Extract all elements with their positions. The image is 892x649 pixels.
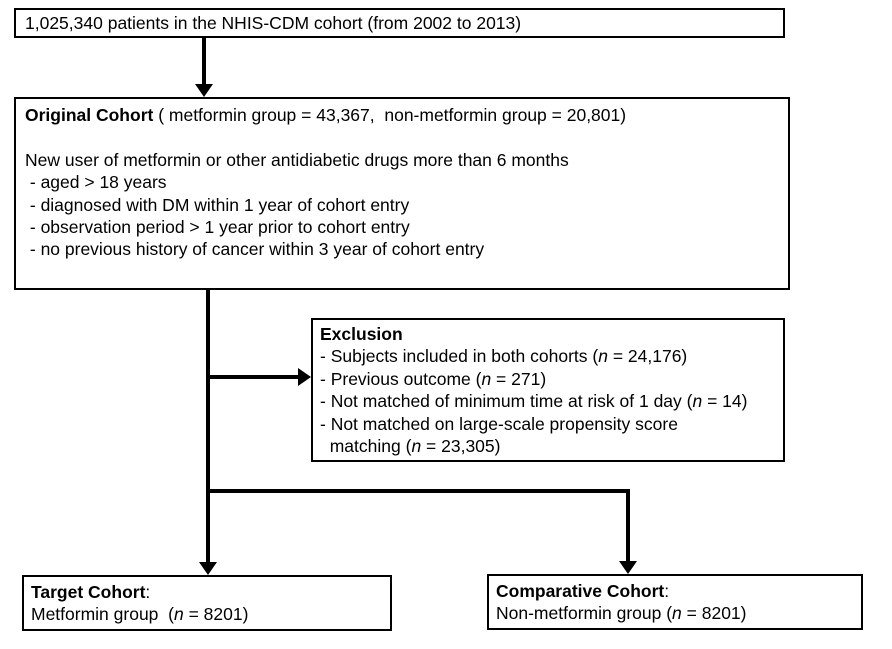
exclusion-item-n: n xyxy=(481,368,492,389)
exclusion-item-n: n xyxy=(692,391,703,412)
comparative-group-text: Non-metformin group ( xyxy=(496,603,673,624)
connector-top-to-original xyxy=(202,38,206,85)
exclusion-title-bold: Exclusion xyxy=(320,324,403,344)
exclusion-item-both-cohorts: - Subjects included in both cohorts (n =… xyxy=(320,345,776,367)
exclusion-item-text: - Previous outcome ( xyxy=(320,368,482,389)
original-cohort-title-bold: Original Cohort xyxy=(25,105,154,125)
criterion-age: - aged > 18 years xyxy=(25,172,167,193)
exclusion-item-n: n xyxy=(598,346,608,367)
spacer-line xyxy=(25,126,779,148)
comparative-group-n: n xyxy=(672,603,682,624)
exclusion-item-propensity-score-wrap: matching (n = 23,305) xyxy=(320,435,776,457)
exclusion-item-text: - Subjects included in both cohorts ( xyxy=(320,346,599,367)
arrowhead-right-exclusion xyxy=(298,368,311,386)
exclusion-item-propensity-score: - Not matched on large-scale propensity … xyxy=(320,413,776,435)
arrowhead-down-target xyxy=(199,562,217,575)
exclusion-item-text: matching ( xyxy=(320,436,412,457)
exclusion-item-previous-outcome: - Previous outcome (n = 271) xyxy=(320,368,776,390)
target-group-n: n xyxy=(173,604,184,625)
original-cohort-title-rest: ( metformin group = 43,367, non-metformi… xyxy=(153,105,627,125)
comparative-cohort-title-colon: : xyxy=(664,581,670,601)
exclusion-item-text: - Not matched of minimum time at risk of… xyxy=(320,391,693,412)
connector-to-exclusion xyxy=(208,375,298,379)
comparative-cohort-title-bold: Comparative Cohort xyxy=(496,581,665,601)
exclusion-title: Exclusion xyxy=(320,323,776,345)
target-group-count: = 8201) xyxy=(183,604,249,625)
comparative-group-count: = 8201) xyxy=(681,603,747,624)
connector-branch-horizontal xyxy=(206,489,630,493)
target-cohort-title: Target Cohort: xyxy=(31,581,383,603)
exclusion-item-n: n xyxy=(411,436,422,457)
connector-original-to-target xyxy=(206,290,210,563)
target-cohort-title-bold: Target Cohort xyxy=(31,582,146,602)
target-cohort-box: Target Cohort: Metformin group (n = 8201… xyxy=(22,575,392,631)
original-cohort-box: Original Cohort ( metformin group = 43,3… xyxy=(14,97,790,290)
comparative-cohort-group: Non-metformin group (n = 8201) xyxy=(496,602,854,624)
comparative-cohort-box: Comparative Cohort: Non-metformin group … xyxy=(487,574,863,630)
criterion-no-cancer-history: - no previous history of cancer within 3… xyxy=(25,239,485,260)
criterion-dm-diagnosis: - diagnosed with DM within 1 year of coh… xyxy=(25,194,410,215)
original-cohort-intro: New user of metformin or other antidiabe… xyxy=(25,149,569,170)
comparative-cohort-title: Comparative Cohort: xyxy=(496,580,854,602)
target-cohort-title-colon: : xyxy=(145,582,151,602)
target-cohort-group: Metformin group (n = 8201) xyxy=(31,603,383,625)
criterion-observation-period: - observation period > 1 year prior to c… xyxy=(25,217,410,238)
connector-to-comparative xyxy=(626,489,630,562)
arrowhead-down-comparative xyxy=(619,561,637,574)
original-cohort-title: Original Cohort ( metformin group = 43,3… xyxy=(25,104,779,126)
exclusion-item-count: = 14) xyxy=(702,391,748,412)
exclusion-item-min-time-at-risk: - Not matched of minimum time at risk of… xyxy=(320,390,776,412)
arrowhead-down-original xyxy=(195,84,213,97)
exclusion-item-count: = 23,305) xyxy=(421,436,501,457)
exclusion-item-count: = 271) xyxy=(491,368,547,389)
nhis-cohort-box: 1,025,340 patients in the NHIS-CDM cohor… xyxy=(14,8,785,38)
exclusion-item-count: = 24,176) xyxy=(607,346,688,367)
exclusion-box: Exclusion - Subjects included in both co… xyxy=(311,318,785,462)
exclusion-item-text: - Not matched on large-scale propensity … xyxy=(320,413,678,434)
target-group-text: Metformin group ( xyxy=(31,604,174,625)
nhis-cohort-text: 1,025,340 patients in the NHIS-CDM cohor… xyxy=(25,12,522,33)
